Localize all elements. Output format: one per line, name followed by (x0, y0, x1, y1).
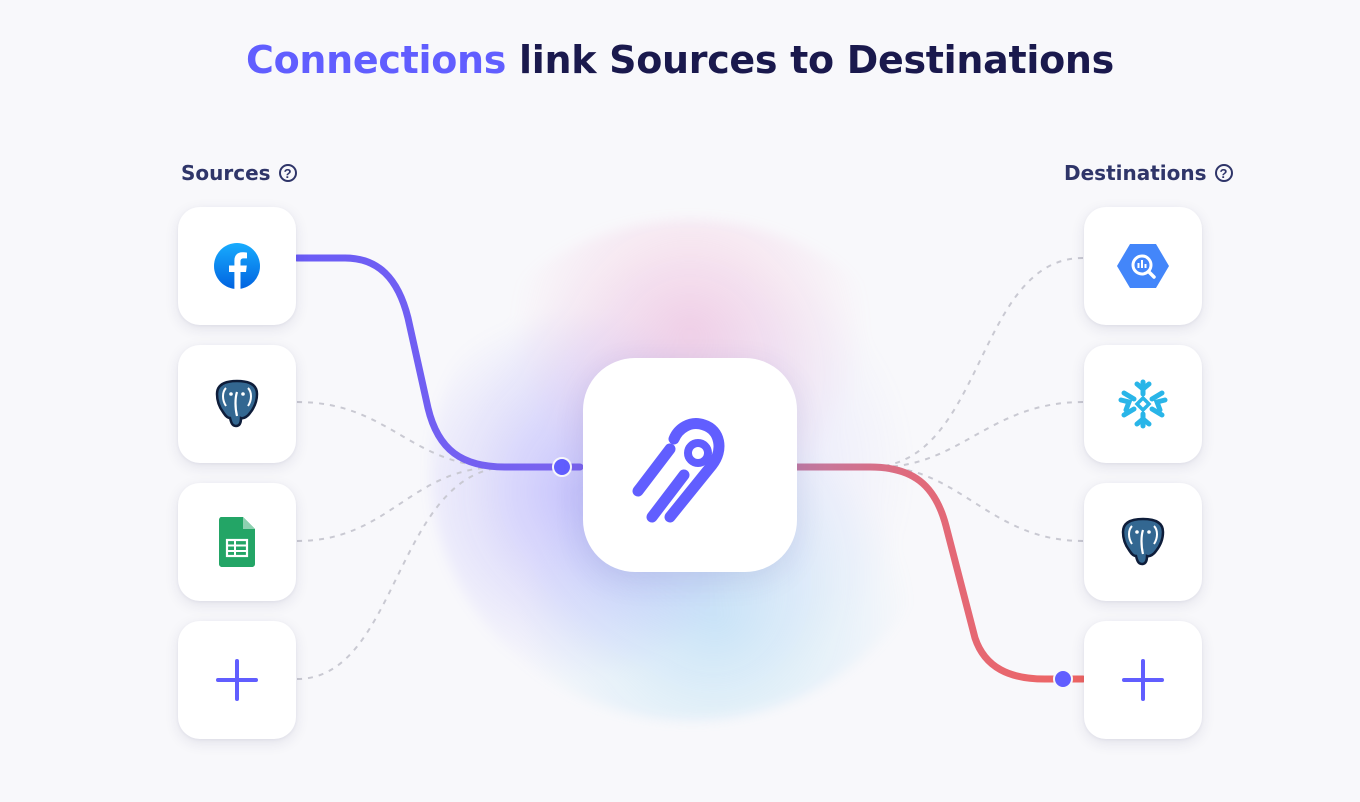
destinations-heading: Destinations ? (1064, 160, 1233, 186)
source-facebook-tile[interactable] (178, 207, 296, 325)
airbyte-hub-tile[interactable] (583, 358, 797, 572)
source-google-sheets-tile[interactable] (178, 483, 296, 601)
title-rest: link Sources to Destinations (506, 38, 1114, 82)
bigquery-icon (1117, 244, 1169, 288)
dashed-line-snowflake-destination (879, 401, 1084, 468)
sources-help-icon[interactable]: ? (278, 164, 297, 182)
page-title: Connections link Sources to Destinations (0, 38, 1360, 82)
dashed-line-sheets-source (296, 466, 501, 542)
dashed-line-bigquery-destination (869, 257, 1084, 468)
airbyte-logo-icon (632, 418, 725, 523)
destinations-help-icon[interactable]: ? (1214, 164, 1233, 182)
postgres-elephant-icon (215, 379, 259, 428)
active-line-source (293, 254, 584, 471)
destinations-label: Destinations (1064, 161, 1207, 185)
dashed-line-postgres-source (296, 401, 501, 468)
title-accent: Connections (246, 38, 507, 82)
postgres-elephant-icon (1121, 517, 1165, 566)
active-line-destination (793, 463, 1087, 683)
source-connector-dot (552, 457, 572, 477)
destination-connector-dot (1053, 669, 1073, 689)
facebook-icon (214, 243, 260, 289)
sources-heading: Sources ? (181, 160, 297, 186)
sources-label: Sources (181, 161, 271, 185)
google-sheets-icon (219, 517, 255, 567)
destination-bigquery-tile[interactable] (1084, 207, 1202, 325)
source-add-tile[interactable] (178, 621, 296, 739)
snowflake-icon (1118, 379, 1168, 429)
destination-add-tile[interactable] (1084, 621, 1202, 739)
source-postgres-tile[interactable] (178, 345, 296, 463)
dashed-line-add-source (296, 466, 511, 680)
plus-icon (1122, 659, 1164, 701)
plus-icon (216, 659, 258, 701)
destination-postgres-tile[interactable] (1084, 483, 1202, 601)
destination-snowflake-tile[interactable] (1084, 345, 1202, 463)
